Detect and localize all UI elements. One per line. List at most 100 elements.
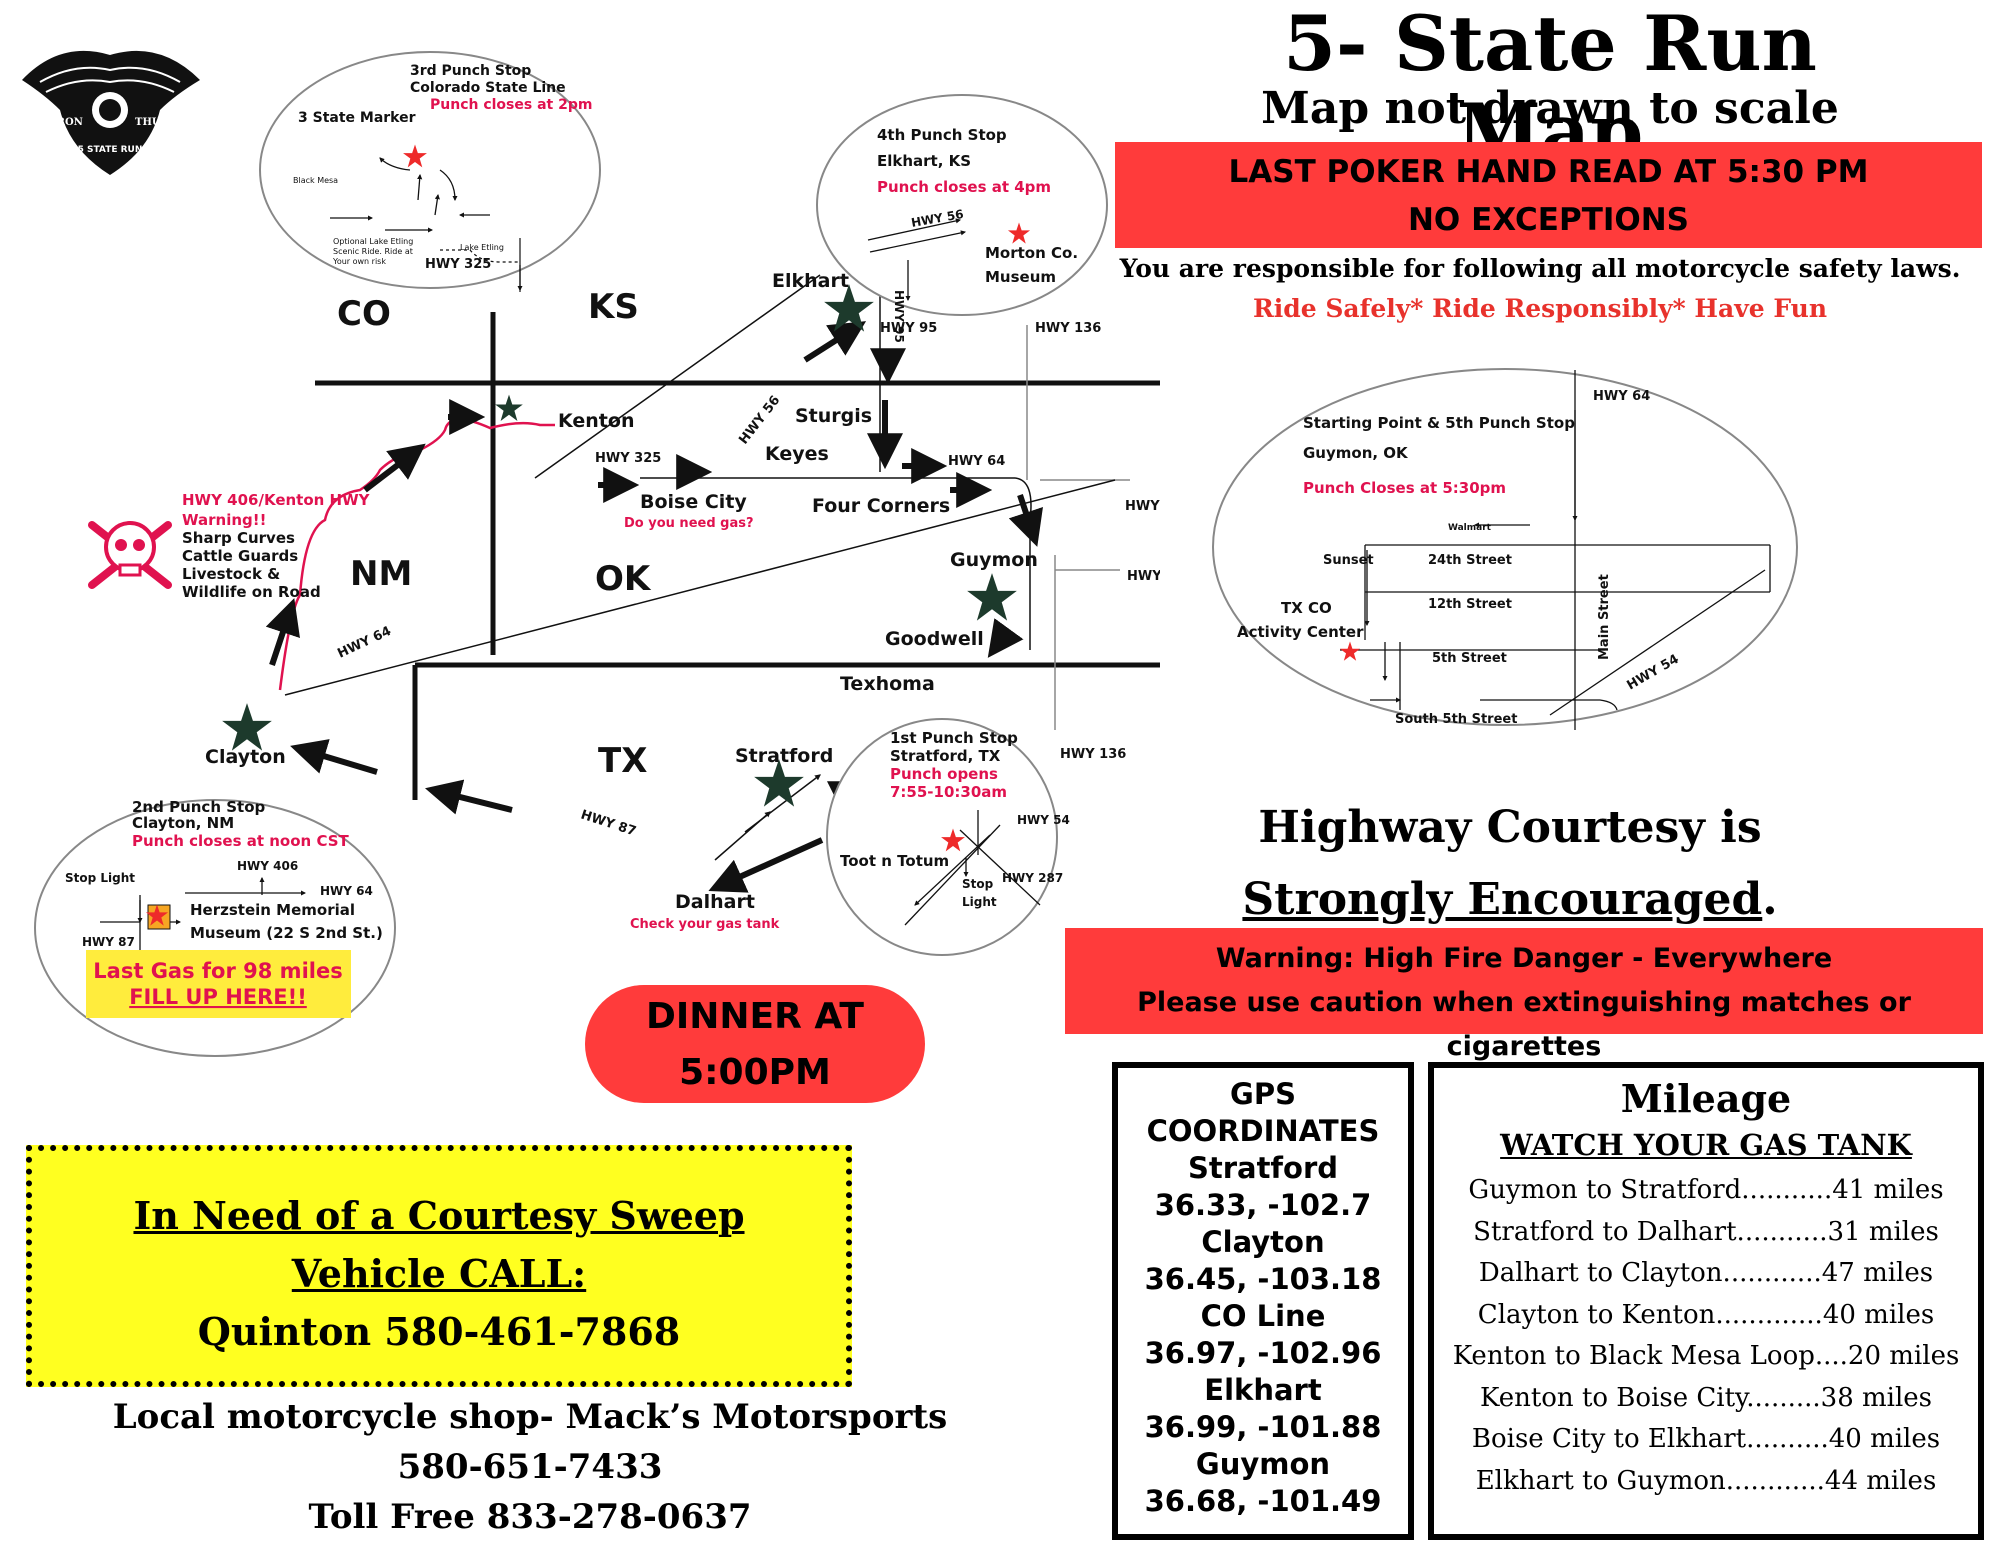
sweep-line1: In Need of a Courtesy Sweep bbox=[133, 1193, 745, 1238]
danger-title: HWY 406/Kenton HWY bbox=[182, 491, 371, 509]
stop4-hwy95: HWY 95 bbox=[892, 290, 906, 343]
inset-starting-point-guymon: Starting Point & 5th Punch Stop Guymon, … bbox=[1212, 368, 1798, 730]
stop4-note: Punch closes at 4pm bbox=[877, 178, 1051, 196]
inset-2nd-punch-stop: 2nd Punch Stop Clayton, NM Punch closes … bbox=[34, 798, 396, 1057]
last-gas-line1: Last Gas for 98 miles bbox=[93, 959, 342, 983]
stop1-hwy54: HWY 54 bbox=[1017, 813, 1070, 827]
inset-4th-punch-stop: 4th Punch Stop Elkhart, KS Punch closes … bbox=[816, 94, 1108, 343]
gps-coords: 36.97, -102.96 bbox=[1144, 1336, 1382, 1370]
danger-warning: Warning!! bbox=[182, 511, 266, 529]
poker-line2: NO EXCEPTIONS bbox=[1407, 202, 1689, 238]
dinner-badge: DINNER AT 5:00PM bbox=[585, 985, 925, 1103]
town-guymon: Guymon bbox=[950, 549, 1038, 571]
fire-line1: Warning: High Fire Danger - Everywhere bbox=[1215, 943, 1833, 974]
gps-place: Stratford bbox=[1187, 1151, 1339, 1185]
stop4-museum2: Museum bbox=[985, 268, 1056, 286]
stop2-title2: Clayton, NM bbox=[132, 814, 234, 832]
logo-text-left: IRON bbox=[52, 117, 83, 128]
town-stratford: Stratford bbox=[735, 745, 833, 767]
courtesy-line1: Highway Courtesy is bbox=[1258, 802, 1762, 853]
mileage-row: Elkhart to Guymon............44 miles bbox=[1475, 1465, 1937, 1496]
stop2-hwy87: HWY 87 bbox=[82, 935, 135, 949]
stop3-marker: 3 State Marker bbox=[298, 110, 416, 126]
state-tx: TX bbox=[598, 741, 647, 781]
local-shop-info: Local motorcycle shop- Mack’s Motorsport… bbox=[40, 1392, 1020, 1542]
last-gas-line2: FILL UP HERE!! bbox=[129, 985, 307, 1009]
stop2-title1: 2nd Punch Stop bbox=[132, 798, 265, 816]
state-co: CO bbox=[337, 294, 391, 334]
poker-line1: LAST POKER HAND READ AT 5:30 PM bbox=[1228, 154, 1869, 190]
stop3-mesa: Black Mesa bbox=[293, 176, 338, 185]
stop1-title2: Stratford, TX bbox=[890, 747, 1001, 765]
stop1-toot: Toot n Totum bbox=[840, 852, 949, 870]
town-kenton: Kenton bbox=[558, 410, 634, 432]
gps-coords: 36.33, -102.7 bbox=[1154, 1188, 1372, 1222]
shop-toll-free: Toll Free 833-278-0637 bbox=[308, 1497, 752, 1537]
hwy56-label: HWY 56 bbox=[736, 393, 783, 447]
gps-heading2: COORDINATES bbox=[1146, 1114, 1380, 1148]
stop2-museum2: Museum (22 S 2nd St.) bbox=[190, 924, 383, 942]
stop4-museum1: Morton Co. bbox=[985, 244, 1078, 262]
stop5-5th: 5th Street bbox=[1432, 651, 1507, 666]
mileage-box: Mileage WATCH YOUR GAS TANK Guymon to St… bbox=[1428, 1062, 1984, 1540]
hwy54-label: HWY 54 bbox=[1125, 499, 1160, 514]
gps-coords: 36.45, -103.18 bbox=[1144, 1262, 1382, 1296]
town-texhoma: Texhoma bbox=[840, 673, 935, 695]
stop5-walmart: Walmart bbox=[1448, 523, 1492, 533]
town-clayton: Clayton bbox=[205, 746, 286, 768]
stop5-tx-co1: TX CO bbox=[1281, 599, 1332, 617]
mileage-row: Stratford to Dalhart...........31 miles bbox=[1473, 1216, 1939, 1247]
stop3-title1: 3rd Punch Stop bbox=[410, 63, 531, 79]
gps-place: CO Line bbox=[1200, 1299, 1326, 1333]
hwy136-top-label: HWY 136 bbox=[1035, 321, 1101, 336]
stop3-optional1: Optional Lake Etling bbox=[333, 237, 413, 246]
shop-name: Local motorcycle shop- Mack’s Motorsport… bbox=[112, 1397, 948, 1437]
mileage-row: Guymon to Stratford...........41 miles bbox=[1468, 1175, 1944, 1205]
courtesy-line2-wrap: Strongly Encouraged. bbox=[1150, 864, 1870, 936]
mileage-row: Kenton to Boise City.........38 miles bbox=[1479, 1382, 1933, 1413]
hwy95-label: HWY 95 bbox=[880, 321, 937, 336]
guymon-star bbox=[967, 573, 1017, 621]
stop1-note2: 7:55-10:30am bbox=[890, 783, 1007, 801]
gps-place: Guymon bbox=[1195, 1447, 1331, 1481]
stop2-note: Punch closes at noon CST bbox=[132, 832, 350, 850]
gps-place: Clayton bbox=[1201, 1225, 1325, 1259]
dalhart-gas-note: Check your gas tank bbox=[630, 917, 780, 932]
sweep-vehicle-box: In Need of a Courtesy Sweep Vehicle CALL… bbox=[26, 1145, 852, 1387]
dinner-line1: DINNER AT bbox=[645, 996, 864, 1037]
poker-banner: LAST POKER HAND READ AT 5:30 PM NO EXCEP… bbox=[1115, 142, 1982, 248]
clayton-star bbox=[222, 703, 272, 751]
skull-crossbones-icon bbox=[88, 521, 172, 589]
stop1-hwy287: HWY 287 bbox=[1002, 871, 1063, 885]
stop3-optional2: Scenic Ride. Ride at bbox=[333, 247, 413, 256]
fire-line2: Please use caution when extinguishing ma… bbox=[1137, 987, 1911, 1062]
mileage-row: Boise City to Elkhart..........40 miles bbox=[1471, 1424, 1941, 1454]
stop1-title1: 1st Punch Stop bbox=[890, 729, 1018, 747]
hwy412-label: HWY 412 bbox=[1127, 569, 1160, 584]
town-four-corners: Four Corners bbox=[812, 495, 950, 517]
state-borders bbox=[315, 312, 1160, 800]
town-goodwell: Goodwell bbox=[885, 628, 984, 650]
state-nm: NM bbox=[350, 554, 412, 594]
gps-coordinates-box: GPS COORDINATES Stratford 36.33, -102.7 … bbox=[1112, 1062, 1414, 1540]
shop-phone: 580-651-7433 bbox=[397, 1447, 663, 1487]
stop3-hwy: HWY 325 bbox=[425, 257, 491, 272]
stop5-sunset: Sunset bbox=[1323, 553, 1374, 568]
stop5-star bbox=[1339, 641, 1361, 661]
kenton-highway bbox=[278, 418, 555, 691]
mileage-heading: Mileage bbox=[1620, 1076, 1792, 1121]
ride-slogan: Ride Safely* Ride Responsibly* Have Fun bbox=[1253, 294, 1827, 323]
stop1-stop2: Light bbox=[962, 895, 997, 909]
hwy64-ok-label: HWY 64 bbox=[948, 454, 1005, 469]
stop5-note: Punch Closes at 5:30pm bbox=[1303, 479, 1506, 497]
town-boise-city: Boise City bbox=[640, 491, 747, 513]
stop3-optional3: Your own risk bbox=[332, 257, 386, 266]
mileage-row: Clayton to Kenton.............40 miles bbox=[1477, 1299, 1935, 1330]
hwy325-label: HWY 325 bbox=[595, 451, 661, 466]
fire-warning-banner: Warning: High Fire Danger - Everywhere P… bbox=[1065, 928, 1983, 1062]
town-elkhart: Elkhart bbox=[772, 270, 849, 292]
town-keyes: Keyes bbox=[765, 443, 829, 465]
hwy87-label: HWY 87 bbox=[579, 808, 638, 840]
danger-l1: Sharp Curves bbox=[182, 529, 295, 547]
route-arrows bbox=[265, 321, 1043, 893]
